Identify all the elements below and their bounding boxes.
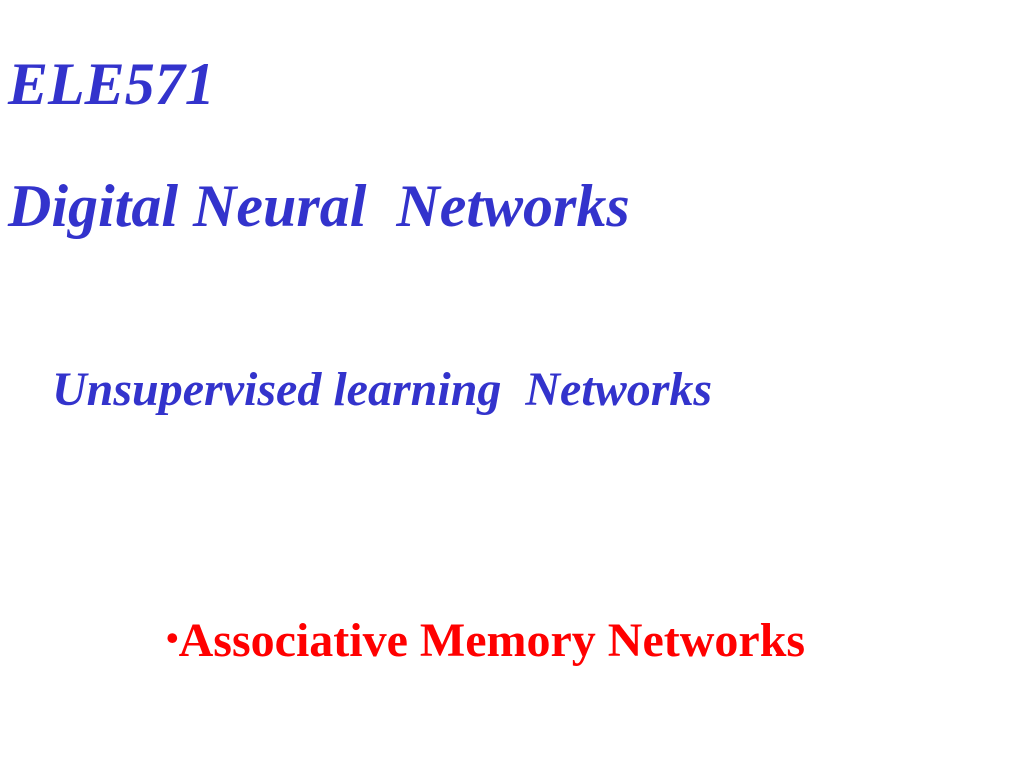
bullet-item-associative-memory: •Associative Memory Networks <box>166 610 805 669</box>
bullet-marker: • <box>166 618 179 658</box>
course-code-heading: ELE571 <box>8 51 215 117</box>
topic-heading: Unsupervised learning Networks <box>52 363 713 416</box>
course-title-heading: Digital Neural Networks <box>8 173 630 239</box>
bullet-item-text: Associative Memory Networks <box>178 614 806 667</box>
